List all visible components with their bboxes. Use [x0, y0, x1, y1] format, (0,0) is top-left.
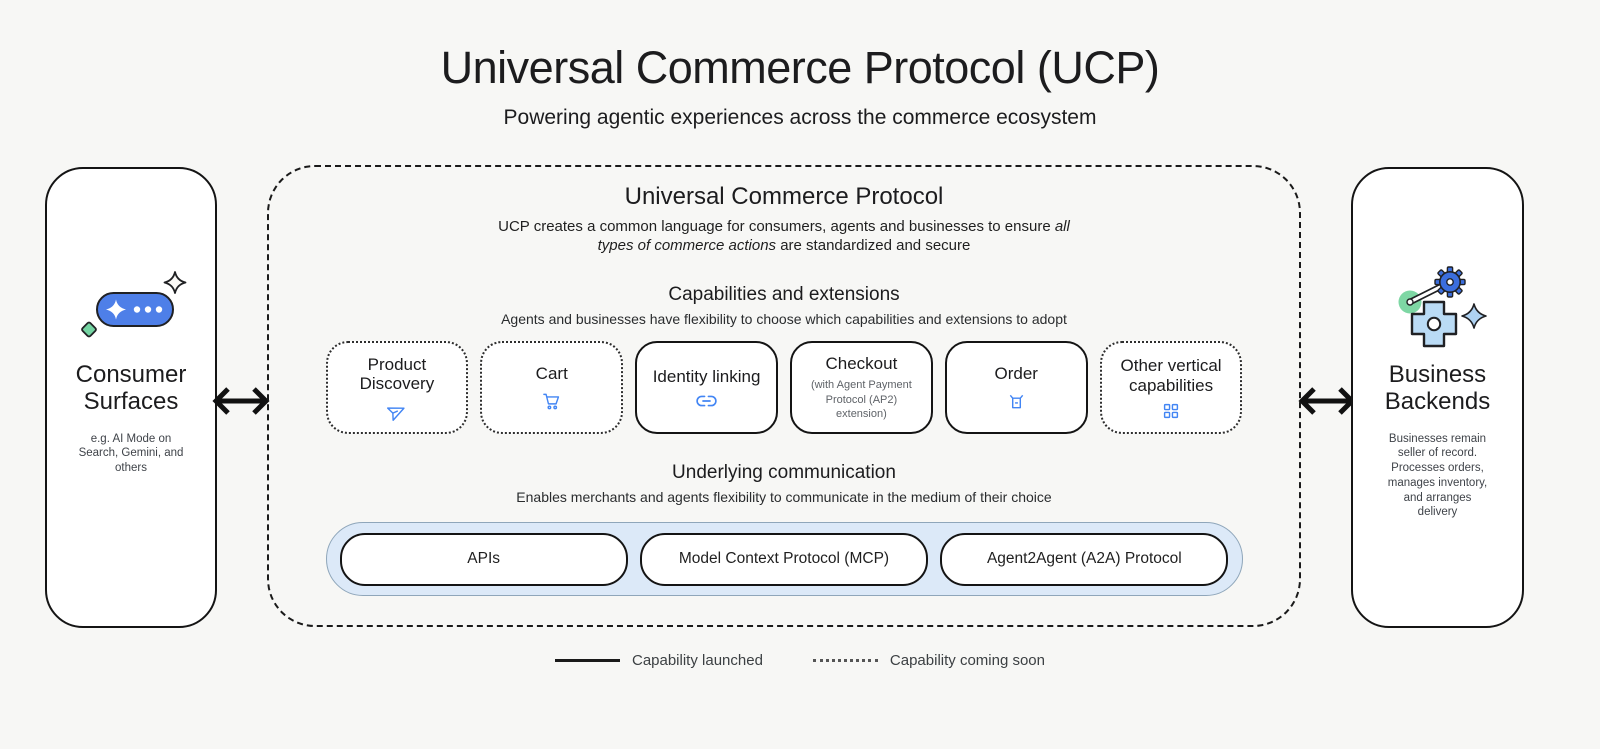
page-title: Universal Commerce Protocol (UCP) [440, 42, 1160, 93]
capability-label: Other vertical capabilities [1120, 356, 1222, 395]
ucp-panel: Universal Commerce Protocol UCP creates … [267, 165, 1301, 627]
capability-cart: Cart [480, 341, 624, 435]
ucp-panel-description: UCP creates a common language for consum… [492, 217, 1077, 255]
communication-title: Underlying communication [672, 462, 896, 484]
gears-icon [1398, 266, 1487, 348]
capability-order: Order [944, 341, 1088, 435]
capability-label: Order [994, 364, 1038, 384]
ucp-panel-title: Universal Commerce Protocol [624, 183, 944, 210]
communication-section: Underlying communication Enables merchan… [269, 462, 1299, 597]
legend: Capability launched Capability coming so… [0, 652, 1600, 669]
capability-checkout: Checkout (with Agent Payment Protocol (A… [789, 341, 933, 435]
description-emphasis: all types of commerce actions [597, 218, 1070, 255]
description-prefix: UCP creates a common language for consum… [498, 218, 1055, 235]
dotted-line-swatch [812, 659, 878, 662]
consumer-surfaces-title: Consumer Surfaces [75, 361, 187, 416]
legend-coming-soon: Capability coming soon [812, 652, 1045, 669]
capabilities-row: Product Discovery Cart [325, 341, 1243, 435]
link-icon [695, 394, 718, 408]
capability-label: Cart [535, 364, 568, 384]
consumer-surfaces-description: e.g. AI Mode on Search, Gemini, and othe… [78, 432, 184, 475]
basket-icon [1007, 392, 1026, 411]
capabilities-subtitle: Agents and businesses have flexibility t… [501, 311, 1067, 328]
left-double-arrow-icon [211, 382, 271, 425]
legend-launched-label: Capability launched [631, 652, 763, 669]
gears-illustration [1386, 261, 1490, 351]
legend-coming-soon-label: Capability coming soon [889, 652, 1045, 669]
send-icon [387, 402, 406, 421]
business-backends-title: Business Backends [1384, 361, 1491, 416]
capabilities-section: Capabilities and extensions Agents and b… [269, 284, 1299, 435]
legend-launched: Capability launched [554, 652, 763, 669]
ai-chat-pill-illustration [75, 261, 187, 351]
business-backends-description: Businesses remain seller of record. Proc… [1387, 432, 1488, 519]
header: Universal Commerce Protocol (UCP) Poweri… [0, 42, 1600, 130]
protocol-pill-a2a: Agent2Agent (A2A) Protocol [940, 532, 1229, 586]
solid-line-swatch [554, 659, 620, 662]
ai-chat-pill-icon [81, 271, 187, 338]
cart-icon [542, 392, 561, 411]
capability-label: Identity linking [652, 366, 761, 386]
communication-subtitle: Enables merchants and agents flexibility… [516, 489, 1052, 506]
protocol-pill-mcp: Model Context Protocol (MCP) [639, 532, 929, 586]
capability-label: Checkout [825, 353, 898, 373]
business-backends-card: Business Backends Businesses remain sell… [1351, 167, 1524, 628]
capabilities-title: Capabilities and extensions [668, 284, 900, 306]
capability-label: Product Discovery [359, 354, 435, 394]
capability-other-vertical: Other vertical capabilities [1099, 341, 1243, 435]
protocol-pill-apis: APIs [339, 532, 628, 586]
capability-identity-linking: Identity linking [635, 341, 778, 435]
right-double-arrow-icon [1297, 382, 1357, 425]
description-suffix: are standardized and secure [776, 237, 971, 255]
capability-product-discovery: Product Discovery [325, 341, 469, 435]
grid-icon [1163, 403, 1179, 419]
consumer-surfaces-card: Consumer Surfaces e.g. AI Mode on Search… [45, 167, 217, 628]
transport-band: APIs Model Context Protocol (MCP) Agent2… [325, 522, 1243, 597]
page-subtitle: Powering agentic experiences across the … [503, 106, 1097, 129]
capability-sublabel: (with Agent Payment Protocol (AP2) exten… [810, 379, 912, 421]
